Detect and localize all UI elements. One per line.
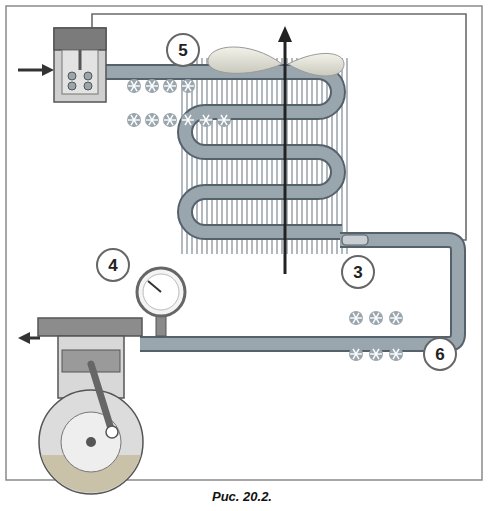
compressor — [38, 318, 143, 494]
frost-symbol — [389, 311, 403, 325]
frost-symbol — [217, 113, 231, 127]
callout-number: 4 — [108, 257, 117, 274]
frost-symbol — [369, 311, 383, 325]
expansion-valve — [54, 28, 106, 102]
fan — [208, 47, 344, 76]
callout-circle — [167, 34, 199, 66]
callout-number: 3 — [353, 264, 362, 281]
air-flow-arrow — [278, 26, 292, 274]
suction-line — [140, 240, 458, 344]
callout-circle — [97, 249, 129, 281]
frost-symbol — [127, 113, 141, 127]
callout-number: 5 — [178, 42, 187, 59]
frost-symbol — [181, 113, 195, 127]
frost-symbol — [127, 79, 141, 93]
figure-caption: Рис. 20.2. — [212, 489, 272, 504]
sensing-bulb — [342, 235, 368, 245]
frost-symbol — [145, 79, 159, 93]
outlet-arrow — [18, 332, 40, 344]
inlet-arrow — [18, 64, 54, 76]
frost-symbol — [163, 79, 177, 93]
frost-symbol — [349, 311, 363, 325]
frost-symbol — [145, 113, 159, 127]
frost-symbol — [199, 113, 213, 127]
callout-number: 6 — [435, 346, 444, 363]
frost-symbol — [163, 113, 177, 127]
evaporator-tube — [104, 72, 342, 232]
frost-symbol — [369, 347, 383, 361]
frost-symbol — [349, 347, 363, 361]
frost-symbols — [127, 79, 403, 361]
pressure-gauge — [137, 268, 185, 336]
callout-circle — [342, 256, 374, 288]
frost-symbol — [389, 347, 403, 361]
callout-circle — [424, 338, 456, 370]
frost-symbol — [181, 79, 195, 93]
